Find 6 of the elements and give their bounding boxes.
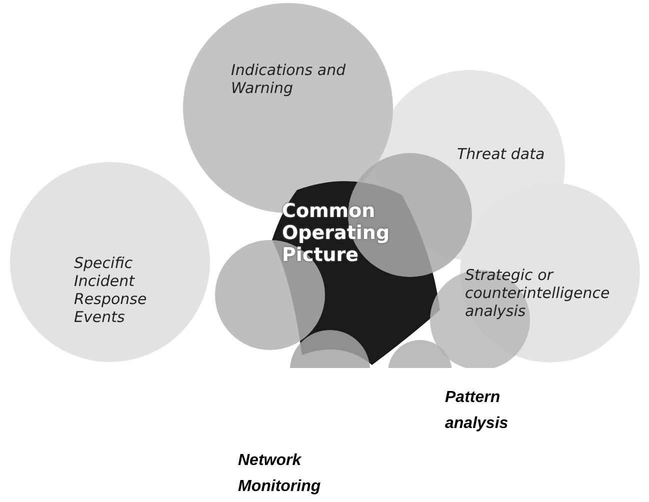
circle-label: Strategic or counterintelligence analysis <box>465 266 611 320</box>
label: Pattern analysis <box>445 388 510 434</box>
circle-label: Threat data <box>457 145 546 163</box>
label: Network Monitoring <box>238 451 322 497</box>
circle-label: Indications and Warning <box>231 61 347 97</box>
circle-label: Specific Incident Response Events <box>74 254 148 326</box>
